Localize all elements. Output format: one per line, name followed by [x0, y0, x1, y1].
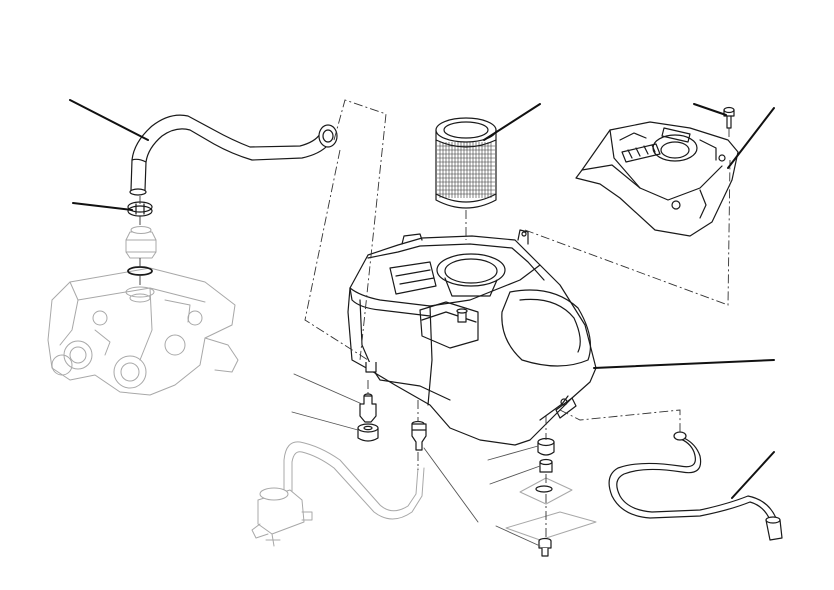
leader-bushing-lower [489, 465, 541, 485]
leader-bolt [495, 525, 541, 547]
airbox-cover-icon [575, 121, 739, 237]
bushing-icon [537, 437, 555, 473]
bracket-plate-icon [505, 477, 597, 541]
leader-drain-hose [423, 447, 479, 523]
leader-airbox [593, 359, 775, 369]
leader-spacer-pin [293, 373, 363, 405]
airbox-icon [347, 229, 597, 446]
air-filter-icon [435, 117, 497, 209]
leader-vent-hose [731, 451, 775, 499]
screw-icon [723, 106, 735, 129]
assembly-lines [139, 99, 731, 540]
breather-fitting-icon [125, 226, 157, 259]
leader-air-filter [483, 103, 541, 141]
crankcase-icon [47, 267, 239, 396]
bolt-icon [538, 537, 552, 557]
drain-hose-icon [283, 441, 425, 520]
breather-hose-icon [129, 114, 338, 196]
vent-hose-icon [608, 431, 783, 541]
leader-bushing [487, 445, 539, 461]
leader-lines [69, 99, 775, 547]
hose-nipple-icon [411, 420, 427, 451]
spacer-pin-icon [359, 393, 377, 423]
leader-airbox-cover [727, 107, 775, 169]
leader-cover-screw [693, 103, 727, 116]
ducati-logo [621, 127, 691, 163]
leader-grommet [291, 411, 359, 431]
leader-hose-clamp [72, 202, 133, 211]
grommet-icon [357, 423, 379, 442]
drain-valve-icon [251, 487, 313, 547]
leader-breather-hose [69, 99, 149, 141]
